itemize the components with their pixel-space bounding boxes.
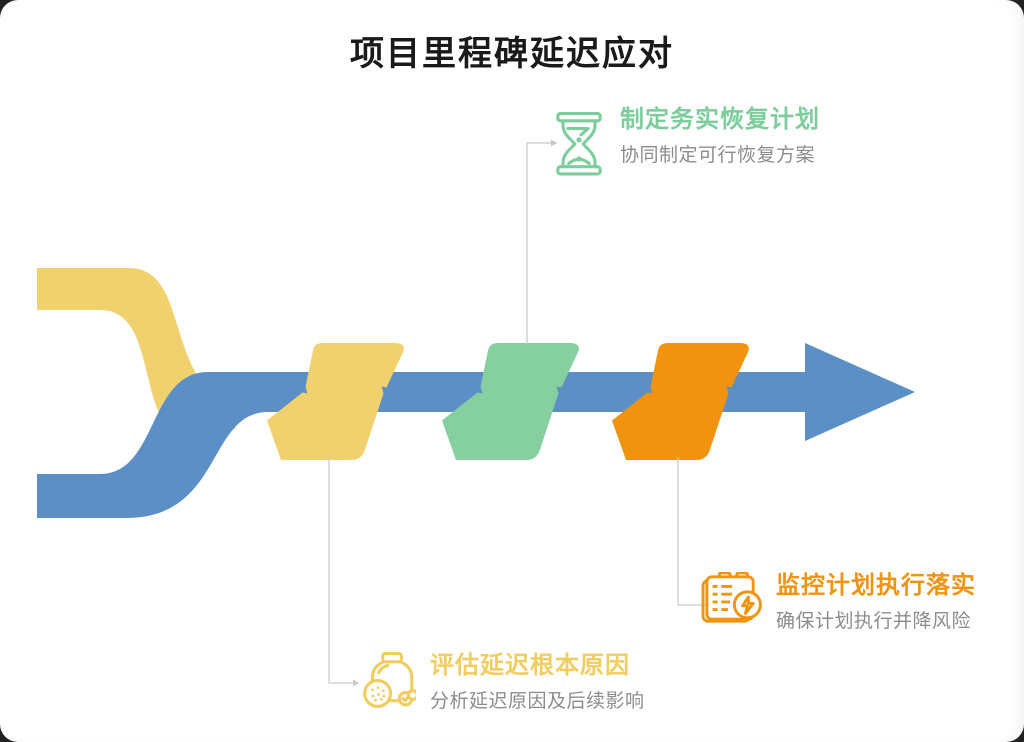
page-title: 项目里程碑延迟应对 [350, 35, 674, 73]
step-title-plan: 制定务实恢复计划 [620, 106, 820, 133]
connector-plan [526, 142, 551, 345]
step-title-assess: 评估延迟根本原因 [430, 652, 630, 679]
jar-analysis-icon [362, 652, 416, 708]
connector-assess-tip [353, 679, 360, 687]
hourglass-icon [556, 112, 602, 176]
ribbon-plan [442, 343, 579, 460]
step-label-assess: 评估延迟根本原因 分析延迟原因及后续影响 [362, 652, 645, 713]
connector-lines [328, 142, 707, 684]
step-label-plan: 制定务实恢复计划 协同制定可行恢复方案 [556, 106, 820, 176]
step-label-monitor: 监控计划执行落实 确保计划执行并降风险 [698, 572, 976, 633]
connector-plan-tip [551, 139, 558, 147]
connector-assess [328, 457, 353, 684]
connector-monitor [677, 457, 707, 606]
ribbon-monitor [612, 343, 749, 460]
step-desc-plan: 协同制定可行恢复方案 [620, 144, 816, 166]
ribbon-assess [267, 343, 404, 460]
step-desc-monitor: 确保计划执行并降风险 [776, 610, 972, 632]
step-title-monitor: 监控计划执行落实 [776, 572, 976, 599]
step-desc-assess: 分析延迟原因及后续影响 [430, 690, 645, 712]
monitor-clipboard-icon [698, 572, 764, 626]
